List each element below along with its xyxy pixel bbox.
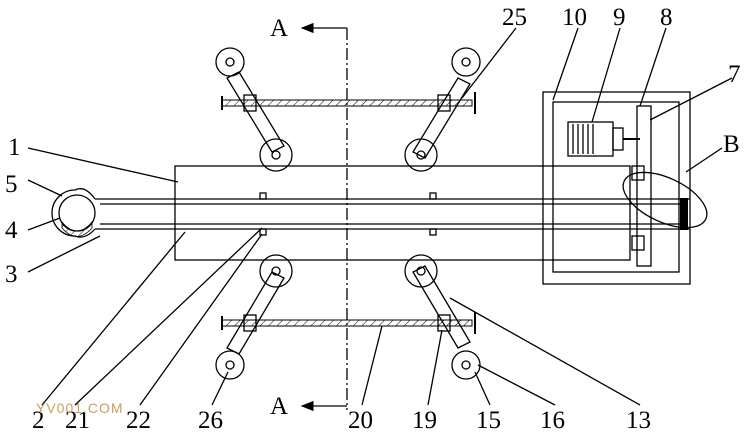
motor xyxy=(567,121,640,157)
upper-left-arm xyxy=(215,47,293,172)
label-10: 10 xyxy=(562,4,587,31)
label-4: 4 xyxy=(5,217,18,244)
section-label-a-bottom: A xyxy=(270,393,288,420)
housing-body xyxy=(174,165,631,261)
label-13: 13 xyxy=(626,407,651,434)
label-26: 26 xyxy=(198,407,223,434)
detail-b-ellipse xyxy=(622,171,708,229)
label-b: B xyxy=(723,131,740,158)
lower-screw-rod xyxy=(221,312,476,334)
label-16: 16 xyxy=(540,407,565,434)
drive-wheel xyxy=(631,105,688,267)
label-2: 2 xyxy=(32,407,45,434)
label-20: 20 xyxy=(348,407,373,434)
label-7: 7 xyxy=(728,61,741,88)
upper-right-arm xyxy=(404,47,481,172)
label-5: 5 xyxy=(5,171,18,198)
label-21: 21 xyxy=(65,407,90,434)
watermark: YV001.COM xyxy=(36,400,124,416)
labels: A A 1 5 4 3 2 21 22 26 20 19 15 16 13 25… xyxy=(5,4,741,434)
label-22: 22 xyxy=(126,407,151,434)
label-15: 15 xyxy=(476,407,501,434)
upper-screw-rod xyxy=(221,92,476,114)
section-line-a xyxy=(300,22,348,412)
lower-left-arm xyxy=(215,254,293,380)
label-1: 1 xyxy=(8,134,21,161)
label-3: 3 xyxy=(5,261,18,288)
section-label-a-top: A xyxy=(270,15,288,42)
label-25: 25 xyxy=(502,4,527,31)
center-tube xyxy=(95,192,690,236)
leader-lines xyxy=(27,27,733,406)
lower-right-arm xyxy=(404,254,481,380)
label-9: 9 xyxy=(613,4,626,31)
label-8: 8 xyxy=(660,4,673,31)
label-19: 19 xyxy=(412,407,437,434)
ring-head xyxy=(51,188,96,238)
motor-box xyxy=(542,91,691,285)
